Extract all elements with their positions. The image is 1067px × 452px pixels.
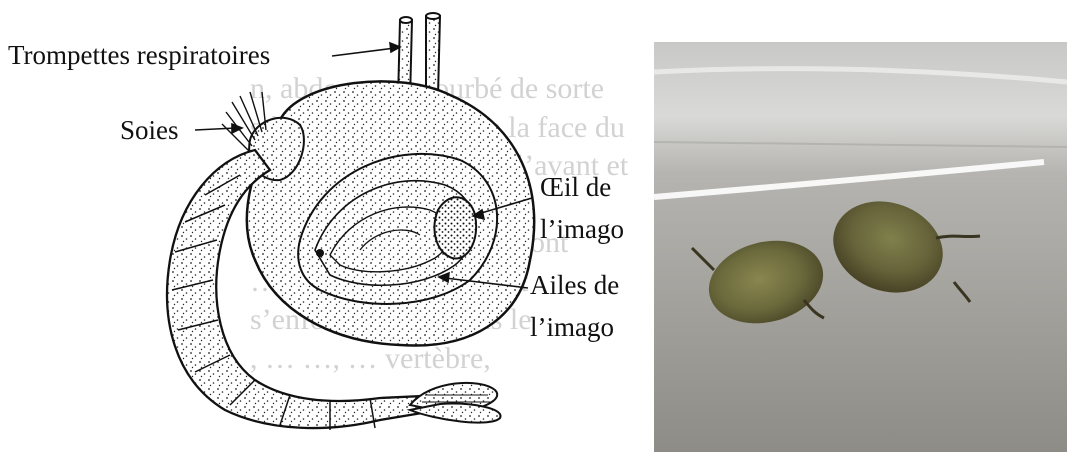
wings-label-line2: l’imago (530, 312, 614, 342)
eye-label-line2: l’imago (540, 214, 624, 244)
eye-label-line1: Œil de (540, 172, 611, 202)
setae-label: Soies (120, 115, 179, 145)
pupae-photo (654, 42, 1067, 452)
pupa-diagram-panel: n, abdomen recourbé de sorte s à montrer… (0, 0, 650, 452)
wings-label-line1: Ailes de (530, 270, 619, 300)
pupae-photo-image (654, 42, 1067, 452)
trumpets-label: Trompettes respiratoires (8, 40, 270, 70)
